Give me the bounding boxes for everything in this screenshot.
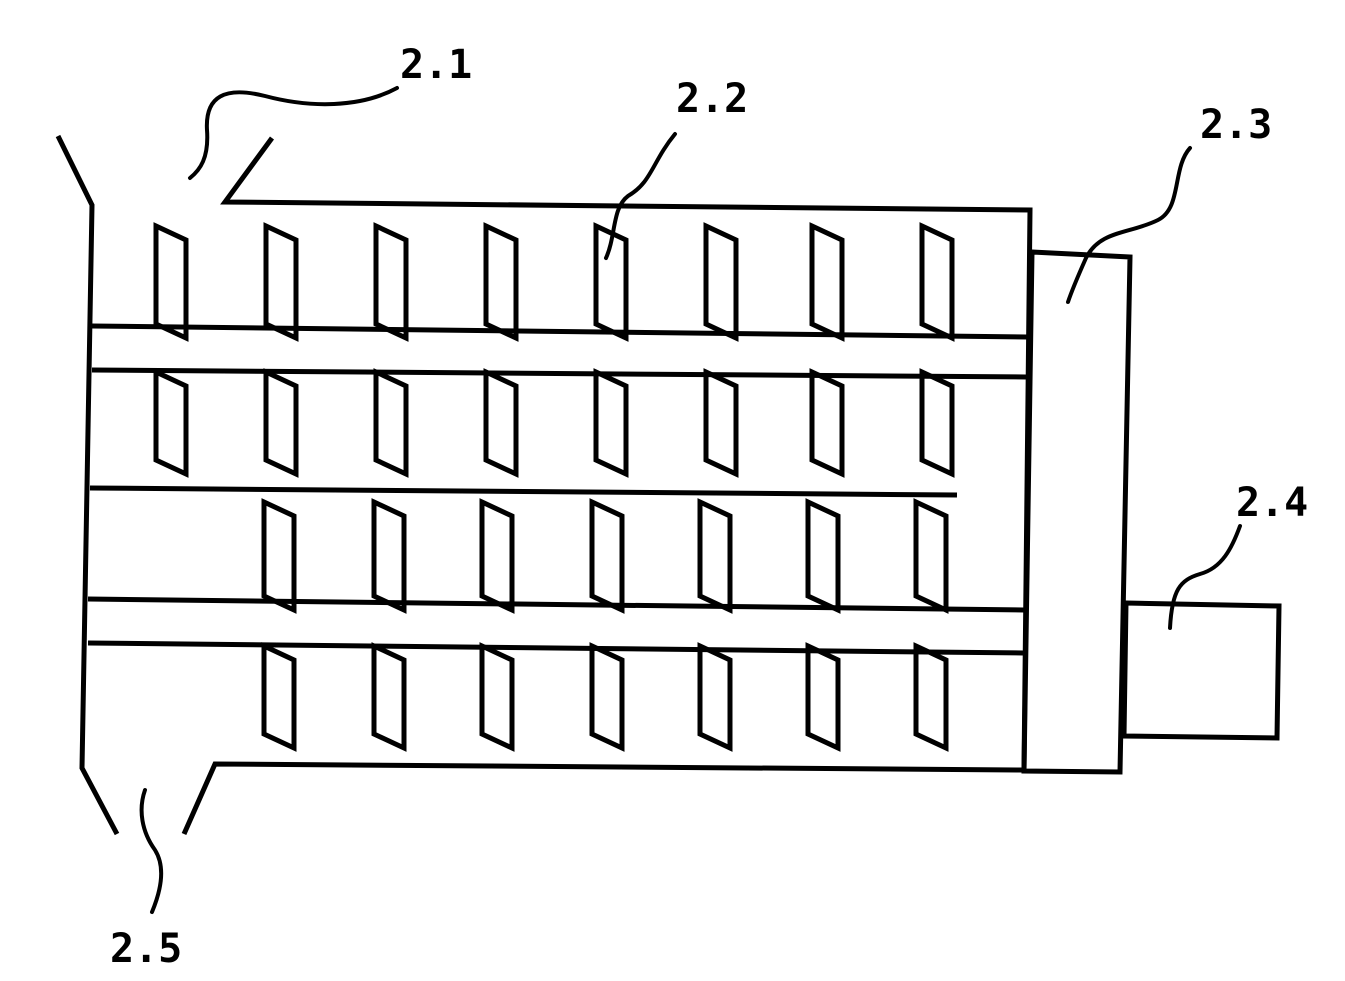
label-gearbox: 2.3: [1200, 102, 1272, 148]
leader-motor: [1168, 524, 1242, 630]
housing: [55, 134, 1033, 836]
upper-shaft: [91, 323, 1028, 380]
paddle-upper-top-3: [373, 222, 409, 342]
label-inlet: 2.1: [400, 42, 472, 88]
label-motor: 2.4: [1236, 480, 1308, 526]
paddle-upper-bottom-3: [373, 368, 409, 478]
paddle-lower-bottom-5: [697, 642, 733, 752]
paddle-upper-top-2: [263, 222, 299, 342]
housing-left-wall: [55, 134, 120, 836]
paddle-upper-top-7: [809, 222, 845, 342]
paddle-upper-top-8: [919, 222, 955, 342]
paddle-upper-top-6: [703, 222, 739, 342]
paddle-lower-top-4: [589, 498, 625, 614]
leader-paddle: [604, 132, 677, 260]
paddle-upper-bottom-6: [703, 368, 739, 478]
leader-gearbox: [1066, 146, 1192, 304]
paddle-upper-bottom-7: [809, 368, 845, 478]
paddle-upper-bottom-8: [919, 368, 955, 478]
leader-lines: [139, 86, 1242, 914]
paddle-upper-top-4: [483, 222, 519, 342]
paddle-lower-top-7: [913, 498, 949, 614]
gearbox: [1021, 249, 1133, 775]
paddle-lower-bottom-1: [261, 642, 297, 752]
motor: [1121, 600, 1282, 741]
paddle-lower-bottom-3: [479, 642, 515, 752]
paddle-lower-bottom-2: [371, 642, 407, 752]
paddle-upper-top-5: [593, 222, 629, 342]
paddles: [153, 222, 955, 752]
paddle-upper-bottom-2: [263, 368, 299, 478]
paddle-upper-bottom-4: [483, 368, 519, 478]
paddle-lower-bottom-7: [913, 642, 949, 752]
paddle-lower-top-6: [805, 498, 841, 614]
lower-shaft: [87, 596, 1025, 656]
paddle-lower-top-3: [479, 498, 515, 614]
paddle-upper-bottom-1: [153, 368, 189, 478]
leader-inlet: [188, 86, 399, 180]
housing-top-wall: [181, 136, 1033, 836]
paddle-lower-top-2: [371, 498, 407, 614]
paddle-lower-top-5: [697, 498, 733, 614]
divider-line: [89, 485, 958, 498]
paddle-lower-bottom-6: [805, 642, 841, 752]
paddle-upper-bottom-5: [593, 368, 629, 478]
leader-outlet: [139, 788, 164, 914]
label-paddle: 2.2: [676, 76, 748, 122]
paddle-lower-top-1: [261, 498, 297, 614]
labels: 2.1 2.2 2.3 2.4 2.5: [110, 42, 1308, 972]
label-outlet: 2.5: [110, 926, 182, 972]
paddle-lower-bottom-4: [589, 642, 625, 752]
paddle-upper-top-1: [153, 222, 189, 342]
